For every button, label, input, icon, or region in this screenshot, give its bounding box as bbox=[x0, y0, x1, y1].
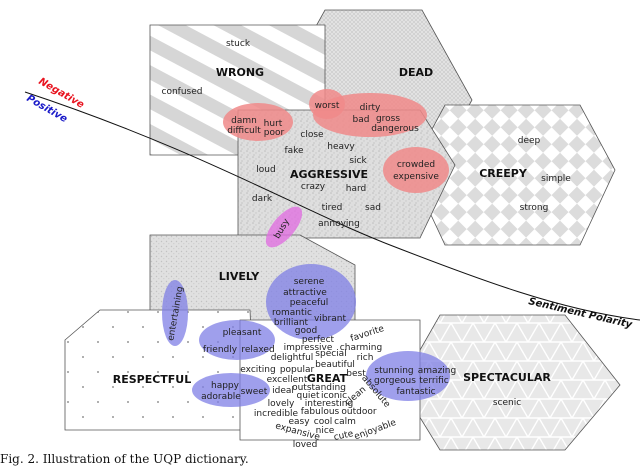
word-outstanding: outstanding bbox=[292, 383, 346, 393]
word-confused: confused bbox=[162, 87, 203, 97]
word-excellent: excellent bbox=[267, 375, 308, 385]
word-simple: simple bbox=[541, 174, 571, 184]
word-impressive: impressive bbox=[284, 343, 333, 353]
word-rich: rich bbox=[357, 353, 374, 363]
word-loved: loved bbox=[293, 440, 318, 450]
word-exciting: exciting bbox=[240, 365, 275, 375]
word-friendly: friendly bbox=[203, 345, 238, 355]
positive-clusters bbox=[162, 264, 450, 407]
figure-caption: Fig. 2. Illustration of the UQP dictiona… bbox=[0, 452, 249, 466]
word-romantic: romantic bbox=[272, 308, 312, 318]
word-sweet: sweet bbox=[241, 387, 268, 397]
word-poor: poor bbox=[264, 128, 285, 138]
word-hurt: hurt bbox=[264, 119, 283, 129]
blob-crowded bbox=[383, 147, 449, 193]
blob-serene bbox=[266, 264, 356, 340]
blob-amazing bbox=[366, 351, 450, 401]
category-aggressive: AGGRESSIVE bbox=[290, 168, 368, 181]
word-calm: calm bbox=[334, 417, 356, 427]
word-dirty: dirty bbox=[360, 103, 381, 113]
word-vibrant: vibrant bbox=[314, 314, 346, 324]
word-popular: popular bbox=[280, 365, 315, 375]
word-cute: cute bbox=[333, 429, 355, 443]
word-strong: strong bbox=[520, 203, 549, 213]
category-respectful: RESPECTFUL bbox=[113, 373, 192, 386]
blob-pleasant bbox=[199, 320, 275, 360]
word-deep: deep bbox=[518, 136, 541, 146]
word-close: close bbox=[300, 130, 324, 140]
word-crowded: crowded bbox=[397, 160, 435, 170]
word-dark: dark bbox=[252, 194, 273, 204]
word-ideal: ideal bbox=[272, 386, 294, 396]
word-quiet: quiet bbox=[297, 391, 320, 401]
word-annoying: annoying bbox=[318, 219, 360, 229]
word-attractive: attractive bbox=[283, 288, 327, 298]
category-wrong: WRONG bbox=[216, 66, 264, 79]
word-peaceful: peaceful bbox=[290, 298, 329, 308]
word-serene: serene bbox=[294, 277, 325, 287]
word-gorgeous: gorgeous bbox=[374, 376, 416, 386]
busy-cluster bbox=[265, 206, 303, 248]
word-relaxed: relaxed bbox=[241, 345, 274, 355]
word-pleasant: pleasant bbox=[223, 328, 262, 338]
word-happy: happy bbox=[211, 381, 240, 391]
word-special: special bbox=[315, 349, 346, 359]
word-fake: fake bbox=[284, 146, 304, 156]
blob-dirty-gross bbox=[313, 93, 427, 137]
word-scenic: scenic bbox=[493, 398, 521, 408]
word-hard: hard bbox=[346, 184, 366, 194]
negative-clusters bbox=[223, 89, 449, 193]
blob-damn-hurt bbox=[223, 103, 293, 141]
word-heavy: heavy bbox=[327, 142, 355, 152]
word-iconic: iconic bbox=[321, 391, 347, 401]
word-dangerous: dangerous bbox=[371, 124, 419, 134]
word-fabulous: fabulous bbox=[301, 407, 340, 417]
word-cool: cool bbox=[314, 417, 332, 427]
word-delightful: delightful bbox=[271, 353, 314, 363]
word-stuck: stuck bbox=[226, 39, 251, 49]
word-beautiful: beautiful bbox=[315, 360, 355, 370]
negative-words: stuck confused worst dirty gross bad dan… bbox=[162, 39, 572, 241]
word-adorable: adorable bbox=[201, 392, 241, 402]
word-incredible: incredible bbox=[254, 409, 299, 419]
word-loud: loud bbox=[256, 165, 275, 175]
word-perfect: perfect bbox=[302, 335, 335, 345]
category-lively: LIVELY bbox=[219, 270, 260, 283]
word-outdoor: outdoor bbox=[341, 407, 376, 417]
word-gross: gross bbox=[376, 114, 400, 124]
category-spectacular: SPECTACULAR bbox=[463, 371, 551, 384]
word-crazy: crazy bbox=[301, 182, 326, 192]
word-terrific: terrific bbox=[419, 376, 448, 386]
word-charming: charming bbox=[340, 343, 382, 353]
word-lovely: lovely bbox=[268, 399, 295, 409]
word-good: good bbox=[295, 326, 317, 336]
category-dead: DEAD bbox=[399, 66, 433, 79]
sentiment-polarity-curve bbox=[24, 91, 640, 321]
word-amazing: amazing bbox=[418, 366, 456, 376]
word-difficult: difficult bbox=[227, 126, 261, 136]
word-sick: sick bbox=[349, 156, 367, 166]
word-stunning: stunning bbox=[374, 366, 413, 376]
word-tired: tired bbox=[322, 203, 343, 213]
blob-happy bbox=[192, 373, 270, 407]
word-worst: worst bbox=[315, 101, 340, 111]
blob-entertaining bbox=[162, 280, 188, 346]
word-bad: bad bbox=[353, 115, 370, 125]
category-creepy: CREEPY bbox=[479, 167, 528, 180]
category-great: GREAT bbox=[307, 372, 348, 385]
word-interesting: interesting bbox=[305, 399, 353, 409]
word-fantastic: fantastic bbox=[396, 387, 435, 397]
word-sad: sad bbox=[365, 203, 381, 213]
word-best: best bbox=[346, 369, 366, 379]
word-nice: nice bbox=[316, 426, 335, 436]
word-expensive: expensive bbox=[393, 172, 439, 182]
word-easy: easy bbox=[288, 417, 310, 427]
word-brilliant: brilliant bbox=[274, 318, 309, 328]
word-damn: damn bbox=[231, 116, 257, 126]
